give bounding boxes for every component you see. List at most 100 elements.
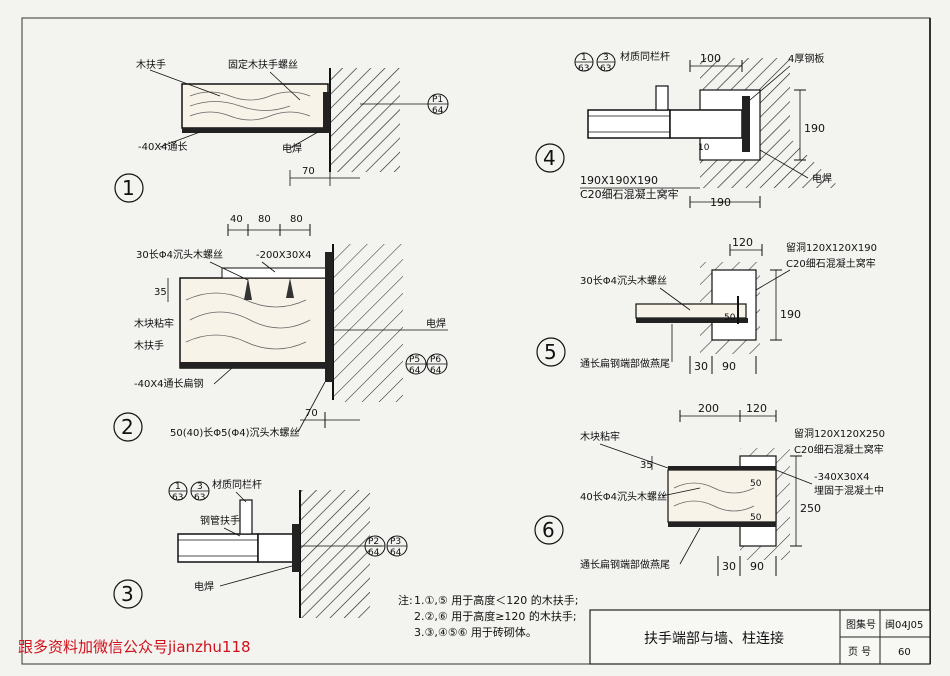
atlas-label: 图集号: [846, 618, 876, 631]
dim-70: 70: [305, 408, 318, 419]
flat-steel: [180, 362, 333, 368]
leader: [759, 149, 809, 179]
wood-rail-section: [179, 277, 331, 369]
label-flat-steel: 通长扁钢端部做燕尾: [580, 558, 670, 571]
leader: [219, 565, 293, 587]
leader: [599, 443, 669, 469]
page-number: 60: [898, 647, 911, 658]
ref1-bottom: 64: [409, 366, 421, 376]
tag1-bottom: 63: [578, 64, 589, 74]
label-embed: 埋固于混凝土中: [814, 484, 884, 497]
leader: [149, 69, 221, 97]
note-line-2: 2.②,⑥ 用于高度≥120 的木扶手;: [414, 609, 577, 623]
note-line-1: 1.①,⑤ 用于高度＜120 的木扶手;: [414, 593, 578, 607]
end-plate: [323, 92, 330, 132]
steel-plate: [742, 96, 750, 152]
dim-35: 35: [640, 460, 653, 471]
ref2-bottom: 64: [390, 548, 402, 558]
steel-tube-rail: [177, 533, 259, 563]
label-hole: 留洞120X120X190: [786, 241, 877, 254]
ref2-top: P3: [390, 537, 401, 547]
leader: [755, 269, 791, 291]
detail-number: 6: [542, 518, 555, 542]
label-screw: 固定木扶手螺丝: [228, 58, 298, 71]
wall-hatch: [333, 244, 403, 402]
dim-120: 120: [732, 236, 753, 249]
dim-80b: 80: [290, 214, 303, 225]
end-plate: [292, 524, 300, 572]
label-weld: 电焊: [194, 580, 214, 593]
label-block-size: 190X190X190: [580, 174, 658, 187]
dim-70: 70: [302, 166, 315, 177]
ref1-top: P2: [368, 537, 379, 547]
detail-4: 1 63 3 63 材质同栏杆 100 4厚钢板 190 10 电焊 190X1…: [535, 50, 840, 209]
detail-number-circle: [536, 337, 566, 367]
wood-rail-section: [181, 83, 329, 129]
dim-50a: 50: [750, 479, 762, 489]
notes: 注: 1.①,⑤ 用于高度＜120 的木扶手; 2.②,⑥ 用于高度≥120 的…: [398, 593, 578, 639]
steel-tube-rail: [587, 109, 671, 139]
leader: [679, 527, 701, 565]
flat-steel: [668, 522, 776, 527]
flat-steel: [636, 318, 748, 323]
label-screw-top: 30长Φ4沉头木螺丝: [136, 248, 223, 261]
ref2-bottom: 64: [430, 366, 442, 376]
dim-190: 190: [780, 308, 801, 321]
detail-5: 120 留洞120X120X190 C20细石混凝土窝牢 30长Φ4沉头木螺丝 …: [536, 236, 877, 374]
atlas-number: 闽04J05: [885, 618, 923, 631]
dim-190-vertical: 190: [804, 122, 825, 135]
leader: [235, 491, 247, 503]
rail-end: [669, 109, 743, 139]
label-plate: -340X30X4: [814, 472, 869, 483]
leader: [159, 131, 201, 148]
detail-3: 1 63 3 63 材质同栏杆 钢管扶手 电焊 P2 64 P3 64 3: [113, 478, 408, 618]
leader: [297, 381, 326, 433]
end-plate: [325, 252, 333, 382]
dim-30: 30: [694, 360, 708, 373]
label-flat-steel: -40X4通长扁钢: [134, 377, 204, 390]
label-concrete: C20细石混凝土窝牢: [580, 187, 679, 201]
dim-90: 90: [750, 560, 764, 573]
detail-number: 5: [544, 340, 557, 364]
tag2-bottom: 63: [194, 493, 205, 503]
dim-50b: 50: [750, 513, 762, 523]
dim-90: 90: [722, 360, 736, 373]
label-wood-rail: 木扶手: [136, 58, 166, 71]
label-post: 材质同栏杆: [620, 50, 670, 63]
leader: [269, 71, 301, 101]
leader: [209, 261, 249, 281]
leader: [289, 131, 319, 149]
tag1-top: 1: [581, 53, 587, 63]
note-line-3: 3.③,④⑤⑥ 用于砖砌体。: [414, 625, 537, 639]
label-screw: 40长Φ4沉头木螺丝: [580, 490, 667, 503]
detail-number-circle: [113, 579, 143, 609]
label-flat-steel: 通长扁钢端部做燕尾: [580, 357, 670, 370]
leader: [261, 261, 276, 273]
label-hole: 留洞120X120X250: [794, 427, 885, 440]
detail-number: 3: [121, 582, 134, 606]
detail-number-circle: [114, 173, 144, 203]
ref2-top: P6: [430, 355, 441, 365]
detail-number: 4: [543, 146, 556, 170]
notes-prefix: 注:: [398, 593, 413, 607]
detail-number-circle: [535, 143, 565, 173]
label-screw: 30长Φ4沉头木螺丝: [580, 274, 667, 287]
detail-number-circle: [534, 515, 564, 545]
label-flat-steel: -40X4通长: [138, 141, 188, 153]
label-plate: 4厚钢板: [788, 52, 824, 65]
ref1-top: P5: [409, 355, 420, 365]
dim-120: 120: [746, 402, 767, 415]
label-weld: 电焊: [282, 142, 302, 155]
leader: [775, 469, 813, 485]
tag2-top: 3: [603, 53, 609, 63]
wall-hatch: [330, 68, 400, 172]
dim-200: 200: [698, 402, 719, 415]
leader: [213, 367, 233, 385]
ref-bottom: 64: [432, 106, 444, 116]
detail-6: 200 120 木块粘牢 留洞120X120X250 C20细石混凝土窝牢 -3…: [534, 402, 885, 576]
screws: [244, 278, 294, 300]
label-plate: -200X30X4: [256, 250, 311, 261]
wood-pad: [221, 267, 331, 279]
